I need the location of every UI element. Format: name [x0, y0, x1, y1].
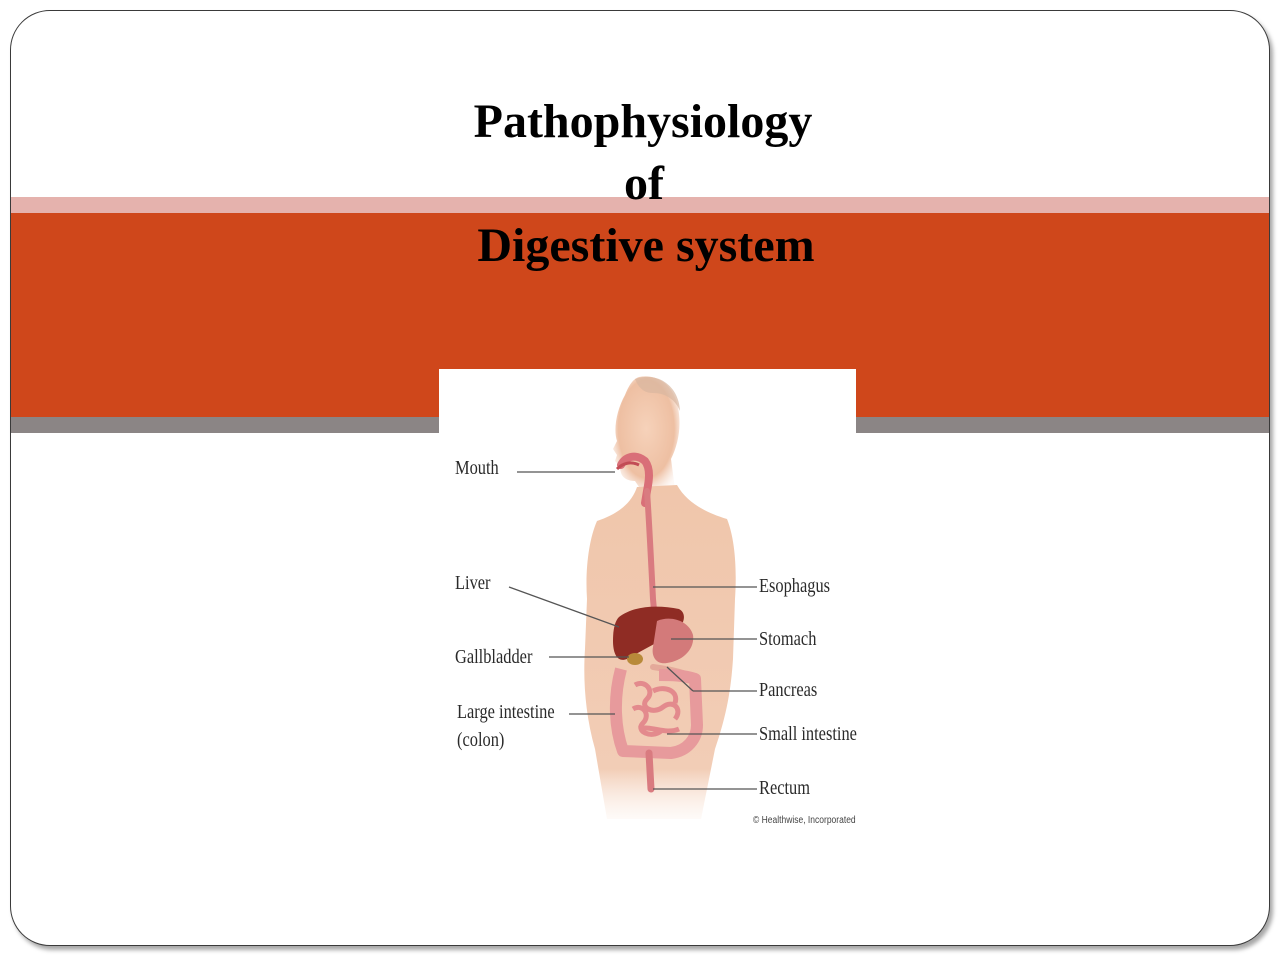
label-colon: (colon): [457, 729, 505, 751]
digestive-system-diagram: Mouth Liver Gallbladder Large intestine …: [439, 369, 857, 836]
oral-cavity: [617, 452, 653, 507]
anatomy-illustration: [508, 376, 757, 819]
label-mouth: Mouth: [455, 457, 499, 479]
rectum-shape: [645, 749, 655, 793]
slide-title: Pathophysiology of Digestive system: [11, 91, 1269, 277]
label-rectum: Rectum: [759, 777, 811, 799]
label-liver: Liver: [455, 572, 491, 594]
label-stomach: Stomach: [759, 628, 817, 650]
esophagus-shape: [644, 488, 658, 624]
label-large-intestine: Large intestine: [457, 701, 555, 723]
label-gallbladder: Gallbladder: [455, 646, 533, 668]
title-line-2: of: [624, 157, 664, 210]
small-intestine-coils: [631, 681, 681, 737]
leader-lines: [508, 471, 757, 790]
top-accent-band: [11, 197, 1269, 213]
title-line-1: Pathophysiology: [473, 95, 813, 148]
copyright-text: © Healthwise, Incorporated: [753, 815, 856, 826]
label-esophagus: Esophagus: [759, 575, 831, 597]
label-pancreas: Pancreas: [759, 679, 818, 701]
large-intestine-shape: [609, 667, 703, 759]
slide: Pathophysiology of Digestive system: [10, 10, 1270, 946]
label-small-intestine: Small intestine: [759, 723, 857, 745]
stomach-shape: [652, 618, 694, 664]
gallbladder-shape: [627, 653, 643, 665]
hair-shape: [635, 376, 680, 411]
title-line-3: Digestive system: [477, 219, 815, 272]
